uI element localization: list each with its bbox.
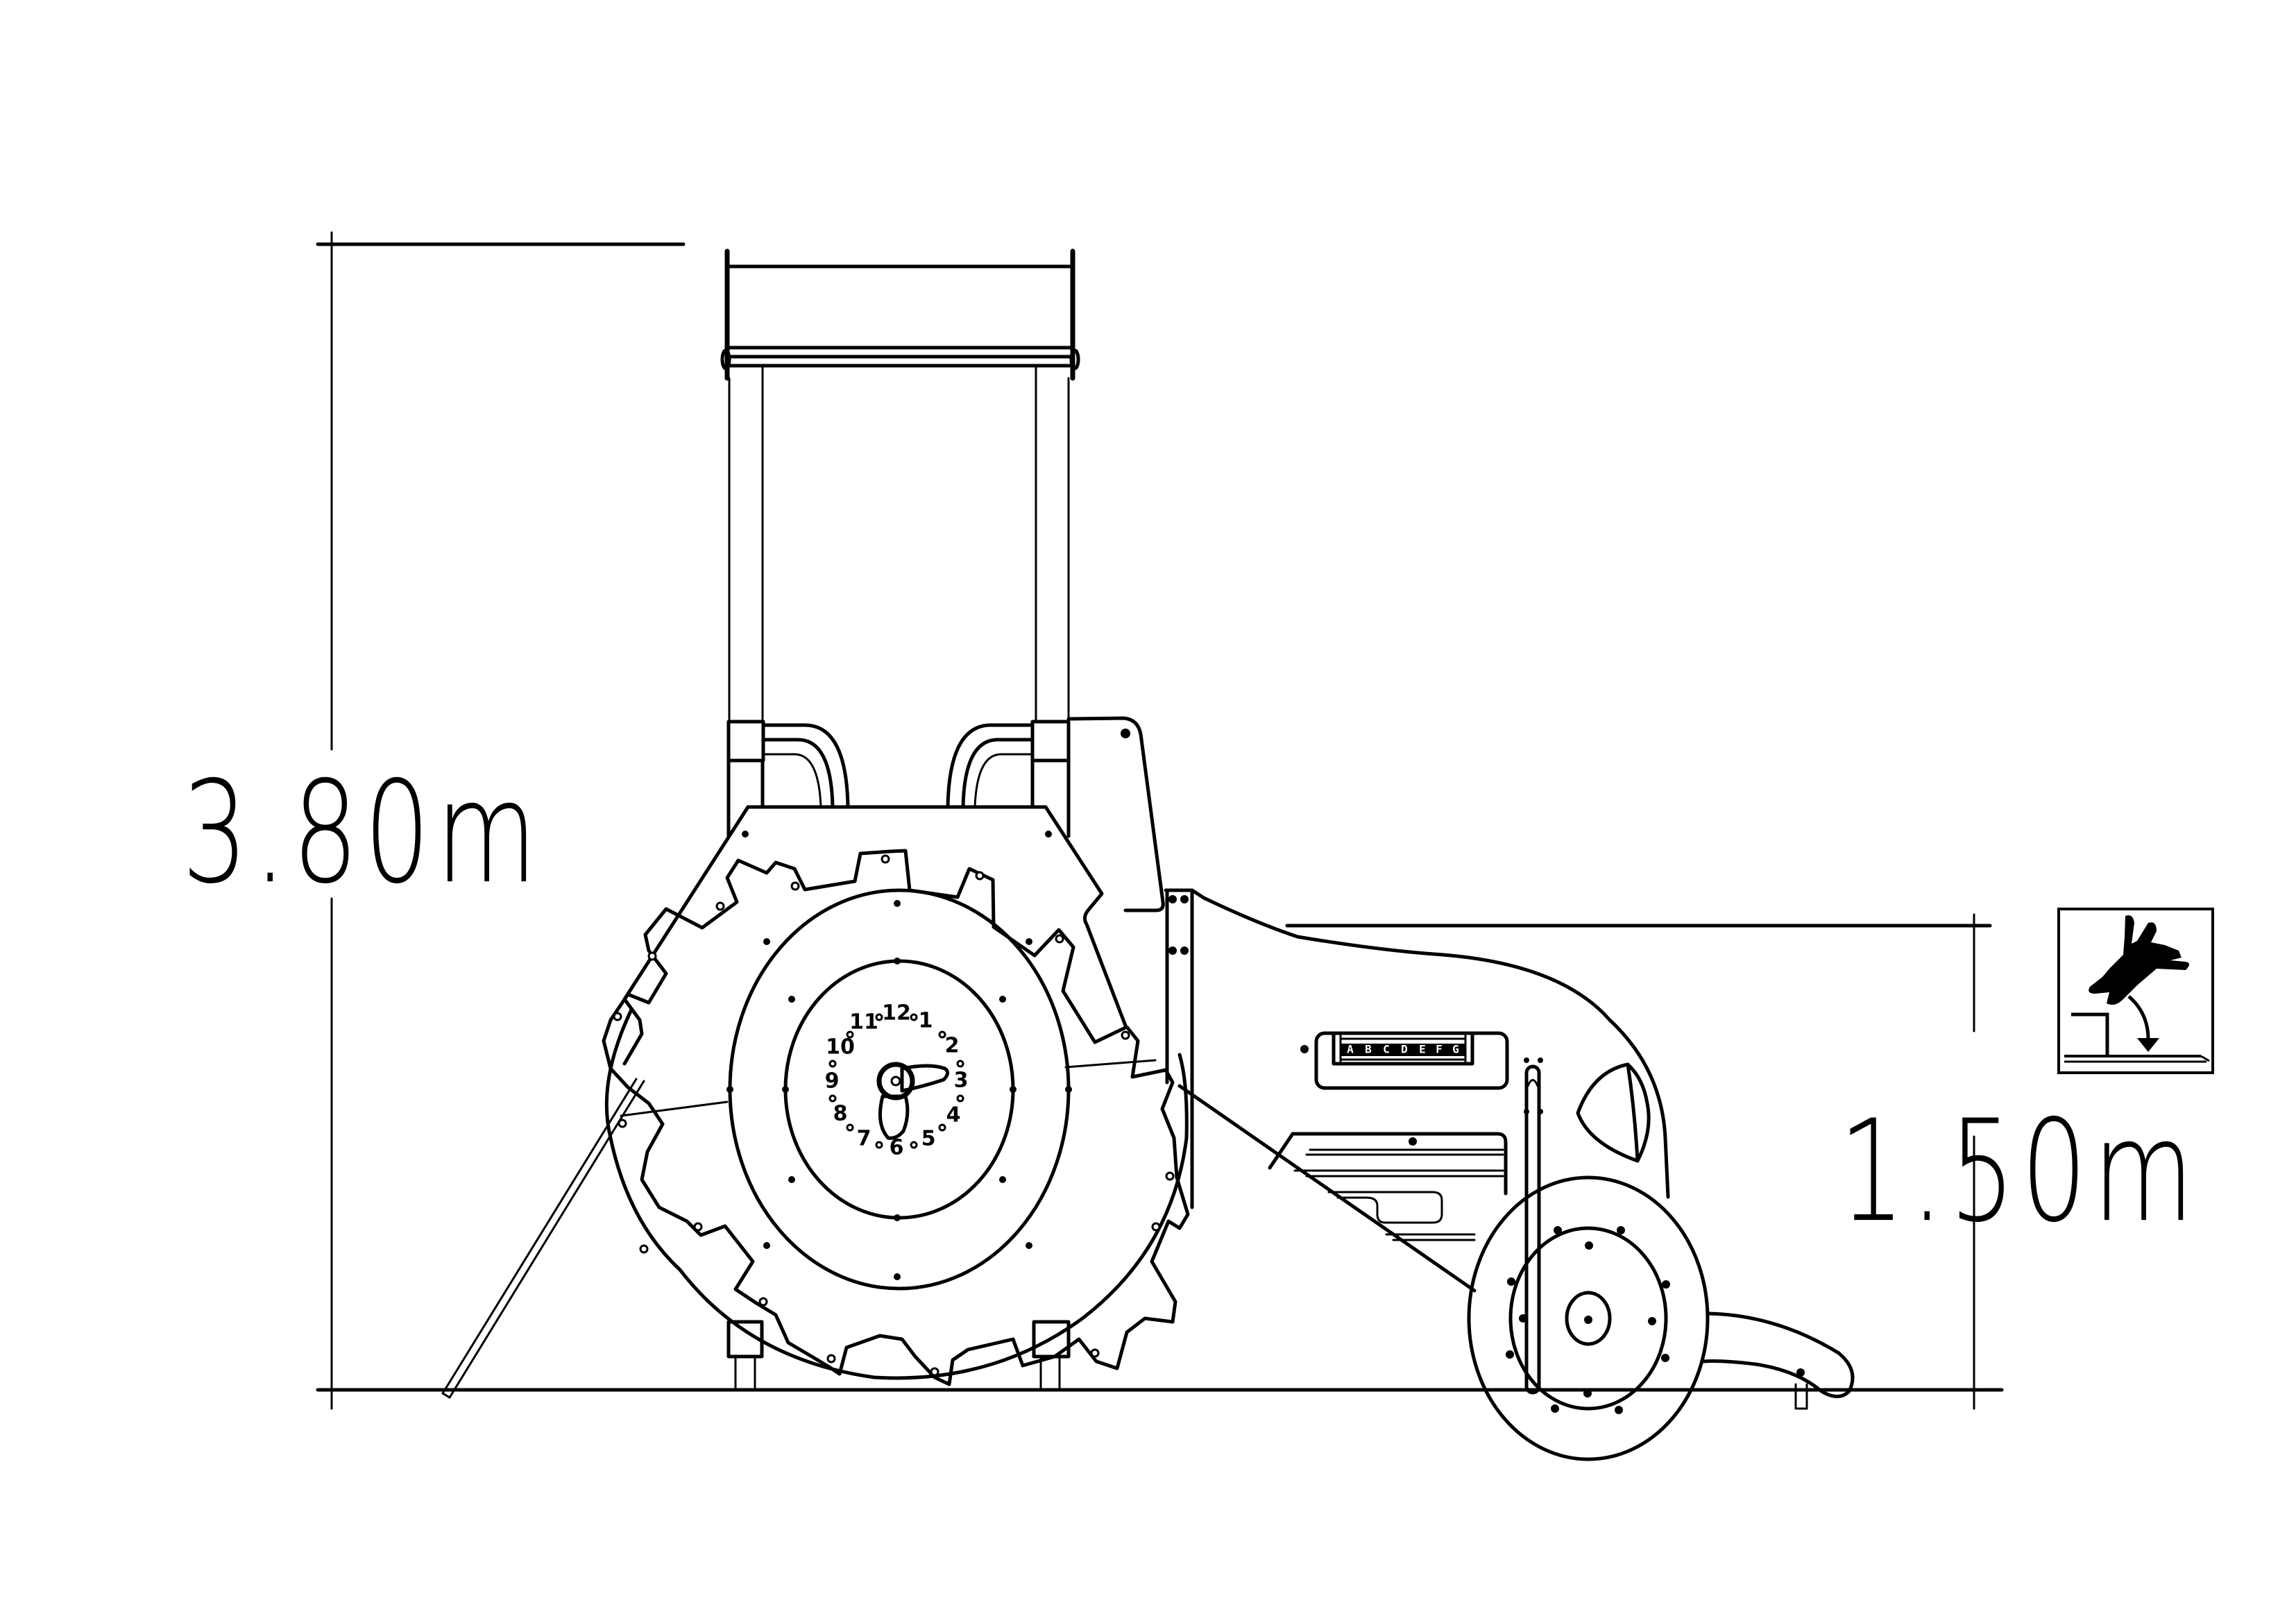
clock-number-5: 5 bbox=[921, 1127, 936, 1151]
rear-wheel-rim bbox=[726, 888, 1072, 1291]
grab-handle-right bbox=[946, 723, 1035, 809]
plate-letter-c: C bbox=[1383, 1043, 1390, 1056]
clock-number-4: 4 bbox=[946, 1103, 961, 1128]
tire-bolts bbox=[613, 854, 1175, 1377]
free-fall-pictogram-icon bbox=[2057, 908, 2214, 1074]
clock-number-12: 12 bbox=[882, 1001, 911, 1026]
plate-letter-e: E bbox=[1419, 1043, 1426, 1056]
dimension-total-height bbox=[316, 231, 2004, 1410]
front-wheel-bolts bbox=[1506, 1226, 1670, 1414]
grab-handle-left bbox=[761, 723, 850, 809]
clock-minute-dots bbox=[828, 1013, 964, 1149]
clock-number-1: 1 bbox=[919, 1009, 933, 1033]
front-bumper bbox=[1701, 1311, 1855, 1410]
clock-number-2: 2 bbox=[945, 1034, 960, 1058]
headlight bbox=[1576, 1062, 1651, 1163]
rim-bolts bbox=[726, 900, 1072, 1280]
clock-hands bbox=[876, 1062, 949, 1140]
plate-letter-f: F bbox=[1436, 1043, 1443, 1056]
clock-number-3: 3 bbox=[954, 1069, 969, 1093]
clock-number-9: 9 bbox=[825, 1069, 840, 1094]
clock-number-11: 11 bbox=[849, 1010, 878, 1035]
plate-letter-b: B bbox=[1365, 1043, 1372, 1056]
rear-legs bbox=[726, 1320, 1071, 1391]
clock-number-7: 7 bbox=[857, 1127, 871, 1151]
plate-letter-a: A bbox=[1347, 1043, 1354, 1056]
clock-number-8: 8 bbox=[833, 1102, 848, 1126]
cab-side-panel bbox=[1066, 716, 1165, 912]
left-ramp bbox=[441, 1078, 645, 1399]
total-height-label: 3.80m bbox=[182, 751, 543, 915]
clock-number-10: 10 bbox=[826, 1035, 855, 1060]
roof-posts bbox=[726, 364, 1071, 838]
free-fall-height-label: 1.50m bbox=[1839, 1090, 2200, 1254]
tractor-hood bbox=[1164, 888, 1670, 1209]
plate-letter-g: G bbox=[1452, 1043, 1459, 1056]
letter-plate: A B C D E F G bbox=[1314, 1031, 1509, 1090]
exhaust-pole bbox=[1524, 1057, 1543, 1395]
rear-tire bbox=[602, 849, 1190, 1386]
clock-face: 12 1 2 3 4 5 6 7 8 9 10 11 bbox=[825, 1001, 969, 1160]
slide-chute bbox=[1177, 1084, 1477, 1293]
plate-letter-d: D bbox=[1401, 1043, 1408, 1056]
front-wheel bbox=[1467, 1175, 1710, 1461]
engine-grille bbox=[1268, 1132, 1508, 1241]
rear-fender bbox=[622, 805, 1128, 1066]
dimension-fall-height bbox=[1285, 913, 1992, 1410]
clock-number-6: 6 bbox=[890, 1136, 904, 1160]
roof-canopy bbox=[720, 248, 1080, 381]
